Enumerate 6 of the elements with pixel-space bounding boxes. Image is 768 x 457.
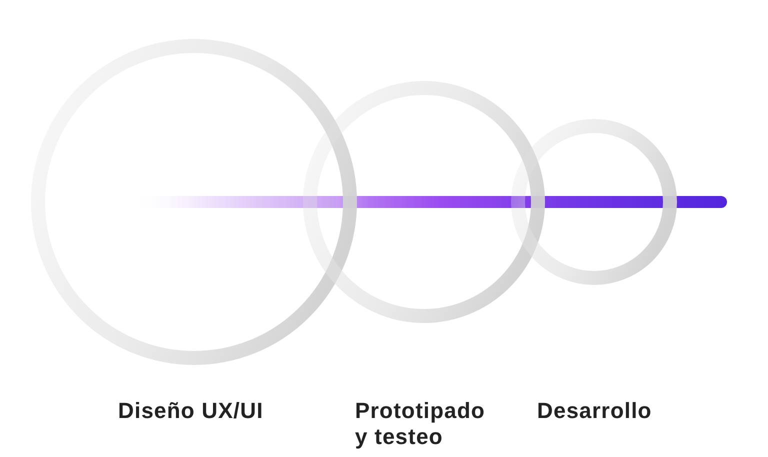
stage-label: Prototipado y testeo <box>355 398 486 450</box>
stage-label: Diseño UX/UI <box>118 398 264 424</box>
stage-label: Desarrollo <box>537 398 652 424</box>
ring-circle <box>31 39 357 365</box>
ring-circle <box>511 119 677 285</box>
ring-circle <box>303 81 545 323</box>
